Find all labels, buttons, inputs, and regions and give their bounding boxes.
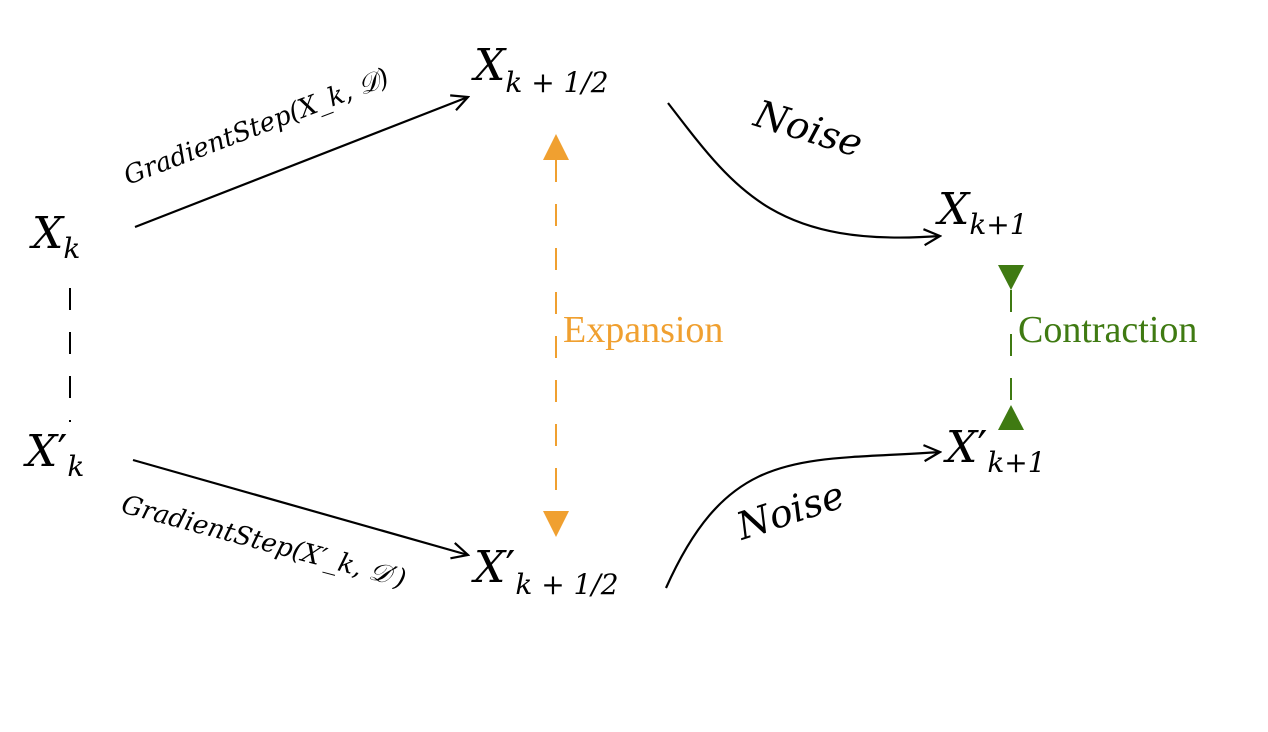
gradient-arrow-top: [134, 97, 468, 229]
node-x-k-half-prime: X′k + 1/2: [471, 542, 619, 601]
node-x-k: Xk: [29, 208, 80, 265]
gradient-label-top: GradientStep(X_k, 𝒟): [120, 63, 393, 192]
noise-label-top: Noise: [748, 91, 867, 166]
contraction-label: Contraction: [1018, 309, 1197, 351]
node-x-k-prime: X′k: [23, 426, 84, 483]
expansion-indicator: [543, 134, 569, 537]
contraction-indicator: [998, 265, 1024, 430]
svg-text:Xk: Xk: [29, 208, 80, 265]
noise-curve-top: [667, 102, 940, 238]
gradient-label-bottom: GradientStep(X′_k, 𝒟′): [118, 490, 409, 595]
node-x-k-half: Xk + 1/2: [471, 40, 609, 99]
svg-text:Xk + 1/2: Xk + 1/2: [471, 40, 609, 99]
node-x-k-plus-1-prime: X′k+1: [943, 422, 1046, 479]
noise-label-bottom: Noise: [730, 473, 849, 549]
expansion-label: Expansion: [563, 309, 723, 351]
svg-text:Xk+1: Xk+1: [935, 184, 1028, 241]
svg-text:X′k+1: X′k+1: [943, 422, 1046, 479]
svg-text:X′k + 1/2: X′k + 1/2: [471, 542, 619, 601]
gradient-arrow-bottom: [132, 458, 468, 555]
node-x-k-plus-1: Xk+1: [935, 184, 1028, 241]
noise-curve-bottom: [664, 452, 940, 589]
svg-text:X′k: X′k: [23, 426, 84, 483]
